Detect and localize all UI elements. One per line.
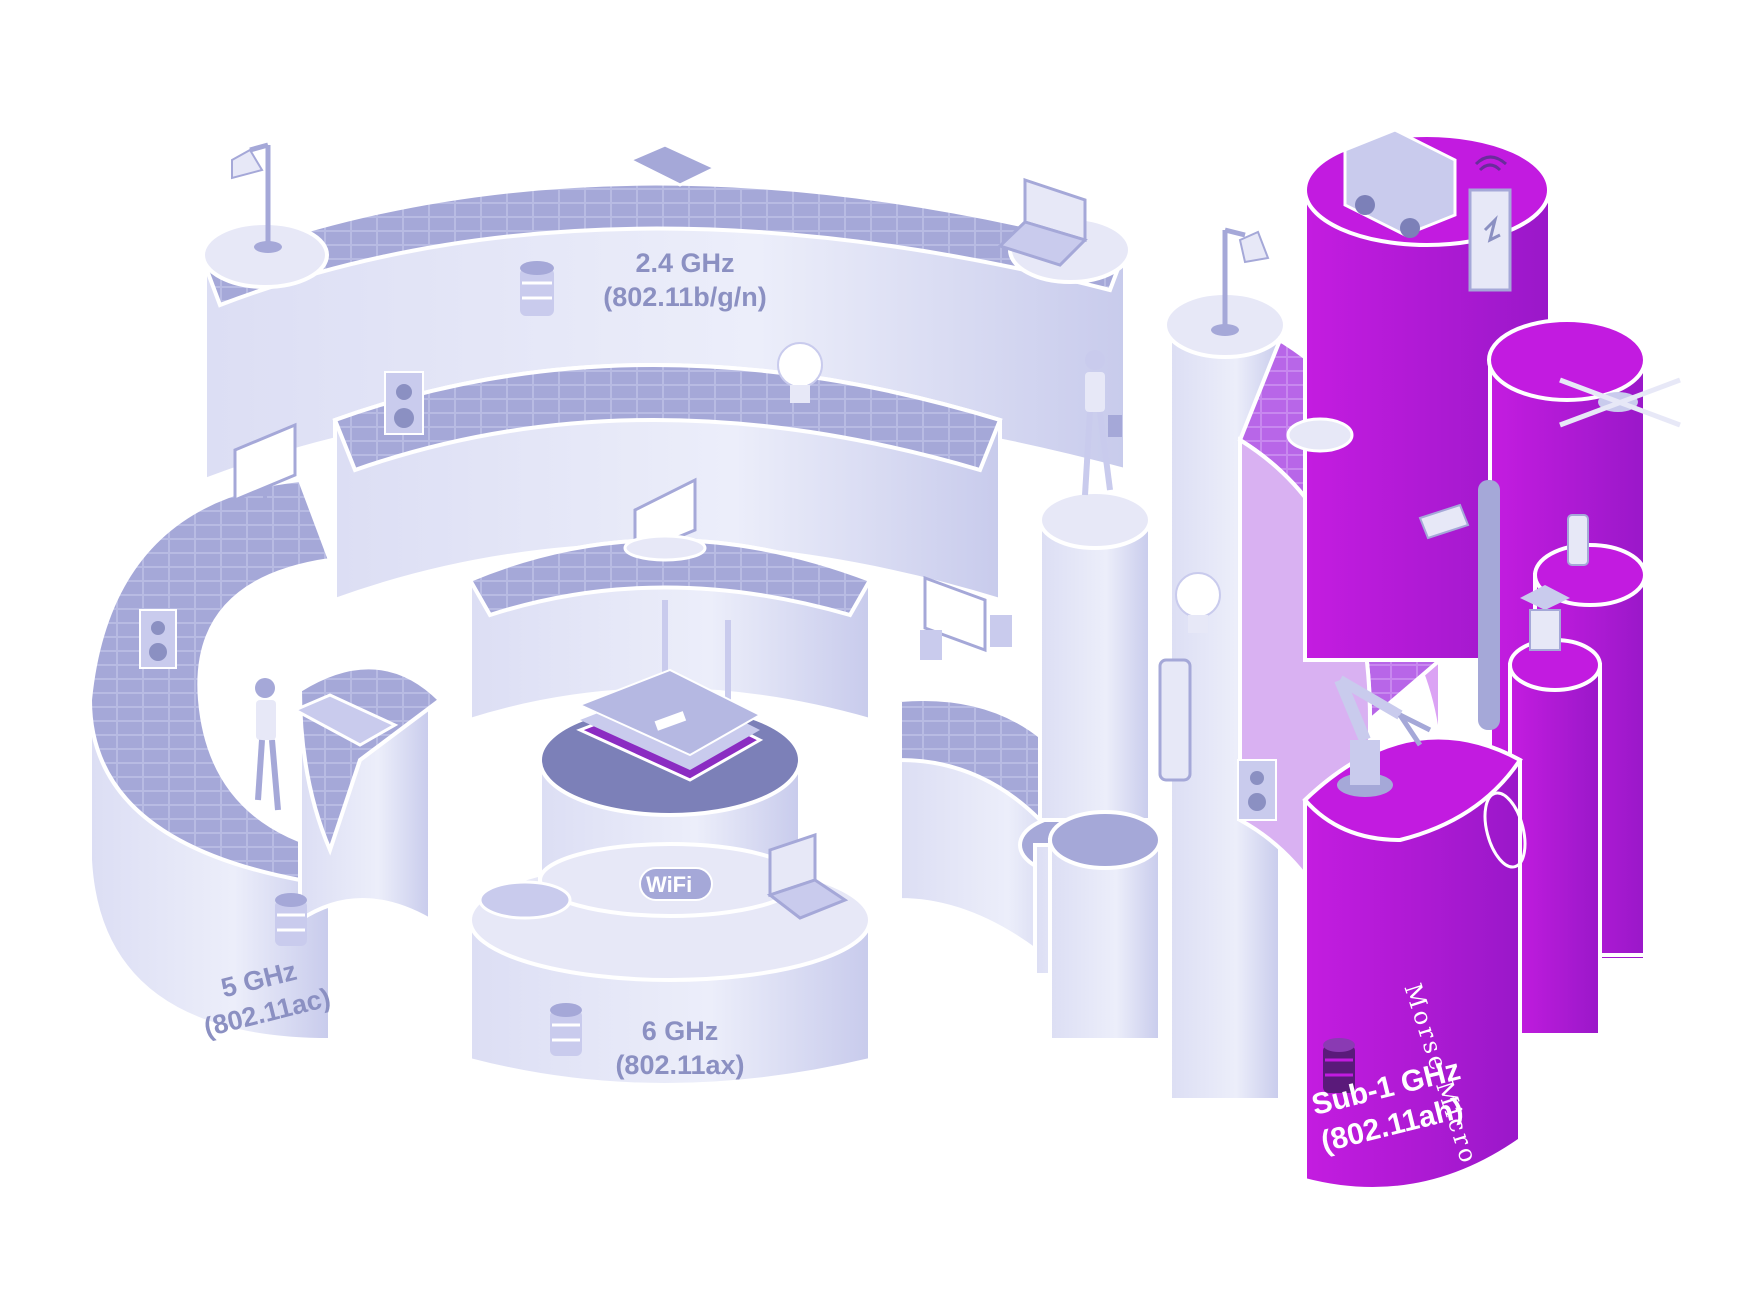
monitor-icon: [623, 477, 707, 562]
band-24-inner-ring: [332, 363, 1003, 603]
air-purifier-icon: [1158, 658, 1192, 782]
band-6-ring: [467, 538, 873, 723]
band-24-freq: 2.4 GHz: [635, 248, 735, 278]
car-icon: [1343, 128, 1457, 238]
person-icon: [255, 678, 281, 811]
lantern-icon: [1520, 585, 1570, 651]
band-sub1-columns: [1302, 133, 1647, 1191]
person-icon: [1082, 350, 1122, 496]
wifi-logo-text: WiFi: [646, 872, 693, 897]
speaker-icon: [384, 371, 424, 435]
router-icon: [576, 600, 764, 782]
band-6-label: 6 GHz (802.11ax): [565, 1014, 795, 1082]
band-24-label: 2.4 GHz (802.11b/g/n): [560, 246, 810, 314]
light-bulb-icon: [1175, 572, 1221, 633]
speaker-icon: [1237, 759, 1277, 821]
band-24-standard: (802.11b/g/n): [603, 282, 767, 312]
robot-arm-icon: [1334, 675, 1432, 797]
floor-lamp-icon: [1211, 227, 1270, 336]
band-6-freq: 6 GHz: [641, 1016, 719, 1046]
tablet-icon: [291, 693, 399, 747]
ev-charger-icon: [1468, 188, 1512, 292]
database-icon: [1323, 1038, 1355, 1093]
laptop-icon: [766, 832, 849, 920]
monitor-icon: [920, 575, 1012, 660]
wifi-logo: [639, 867, 713, 901]
database-icon: [275, 893, 307, 946]
drone-icon: [1559, 377, 1681, 428]
security-camera-icon: [1418, 480, 1500, 730]
brand-logo-icon: [1483, 791, 1527, 869]
light-bulb-icon: [777, 342, 823, 403]
robot-vacuum-icon: [1286, 417, 1354, 453]
laptop-icon: [997, 177, 1088, 267]
band-6-standard: (802.11ax): [615, 1050, 745, 1080]
database-icon: [520, 261, 554, 316]
smartphone-icon: [626, 143, 719, 187]
floor-lamp-icon: [231, 142, 282, 253]
monitor-icon: [233, 422, 297, 503]
wifi-signal-icon: [1474, 155, 1507, 172]
speaker-icon: [139, 609, 177, 669]
robot-vacuum-icon: [478, 880, 572, 920]
smart-lock-icon: [1567, 514, 1589, 566]
database-icon: [550, 1003, 582, 1056]
